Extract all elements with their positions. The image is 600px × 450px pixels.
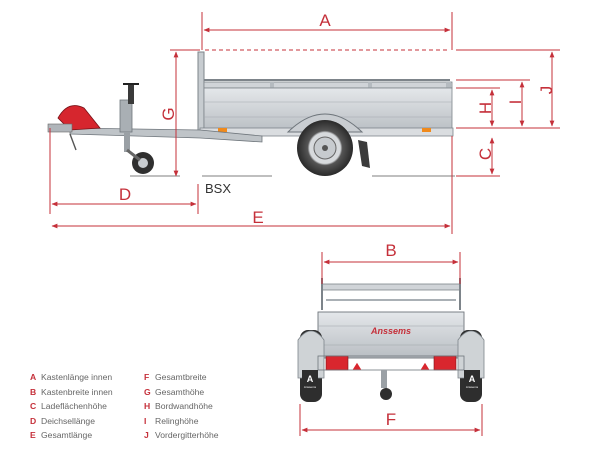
svg-text:Anssems: Anssems [466,385,479,389]
main-wheel [297,120,353,176]
label-j: J [537,86,556,95]
label-b: B [385,241,396,260]
rear-jockey-post [381,370,387,388]
svg-text:A: A [469,374,476,384]
rear-view: Anssems A A Anssems Anssems [297,278,485,402]
label-a: A [319,11,331,30]
corner-badge-left [302,370,318,390]
label-g: G [159,107,178,120]
reflector-left [351,361,363,371]
label-f: F [386,410,396,429]
label-c: C [476,148,495,160]
mudflap [358,140,370,168]
side-marker-rear [422,128,431,132]
corner-badge-right [464,370,480,390]
brand-logo-text: Anssems [370,326,411,336]
rear-jockey-wheel [380,388,392,400]
rear-dimensions [299,252,483,436]
tail-light-right [433,355,457,371]
label-bsx: BSX [205,181,231,196]
svg-text:A: A [307,374,314,384]
label-d: D [119,185,131,204]
svg-text:Anssems: Anssems [304,385,317,389]
label-e: E [252,208,263,227]
side-view [47,49,455,177]
label-h: H [476,102,495,114]
side-marker-front [218,128,227,132]
drawbar [47,83,263,151]
rear-panel [317,311,465,359]
reflector-right [419,361,431,371]
jockey-wheel [124,132,154,174]
label-i: I [506,100,525,105]
side-dimensions [49,12,560,234]
tail-light-left [325,355,349,371]
